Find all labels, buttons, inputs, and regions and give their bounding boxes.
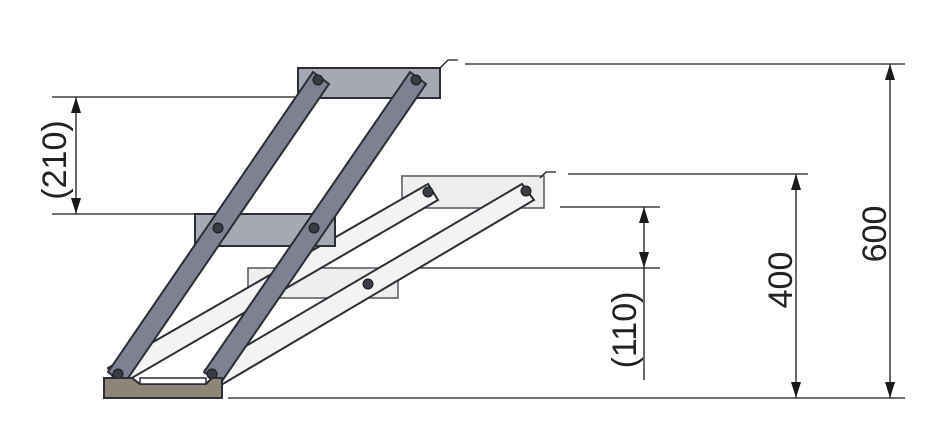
dimension-600-label: 600 xyxy=(856,206,894,263)
dimension-600: 600 xyxy=(856,64,895,398)
dimension-210: (210) xyxy=(36,97,81,214)
extended-step-frame xyxy=(106,59,458,386)
dimension-400-label: 400 xyxy=(762,252,800,309)
dimension-400: 400 xyxy=(762,174,801,398)
dimension-110: (110) xyxy=(606,207,649,380)
extension-lines xyxy=(52,63,905,399)
dimension-110-label: (110) xyxy=(606,292,644,369)
dimension-210-label: (210) xyxy=(36,120,74,199)
base-mount xyxy=(103,377,223,399)
